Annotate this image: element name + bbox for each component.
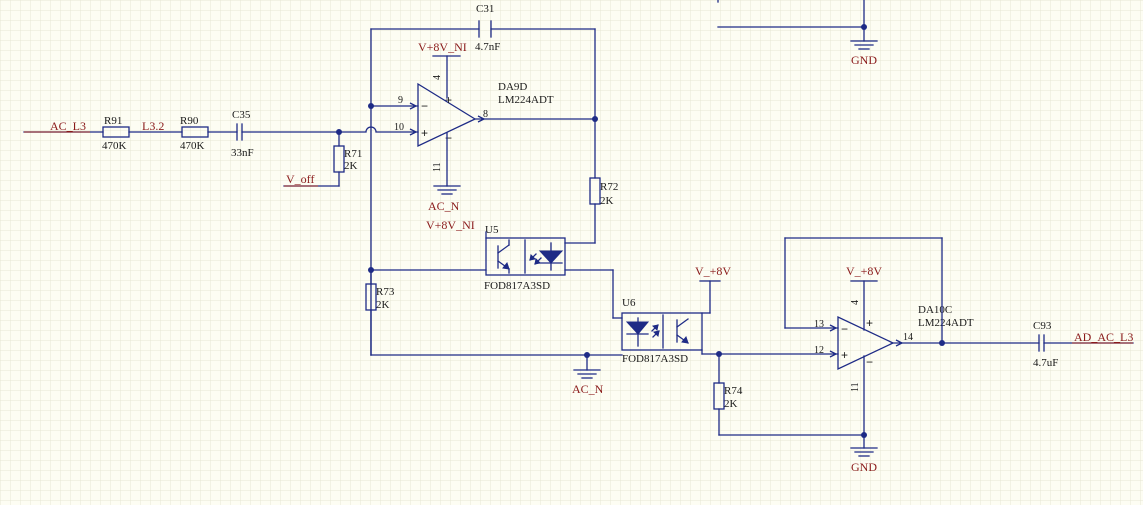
l3-2-label: L3.2 bbox=[142, 119, 164, 133]
da10c-gnd-minus: − bbox=[866, 355, 873, 369]
da9d-part: LM224ADT bbox=[498, 94, 554, 106]
opamp-da9d[interactable]: − + 9 10 8 4 + − 11 DA9D LM224ADT bbox=[394, 55, 598, 187]
feedback-wires-da9d[interactable] bbox=[368, 28, 596, 356]
da9d-ref: DA9D bbox=[498, 81, 527, 93]
resistor-r91[interactable]: R91 470K bbox=[102, 115, 130, 152]
output-net-ad-ac-l3[interactable]: AD_AC_L3 bbox=[1072, 330, 1133, 344]
da10c-ref: DA10C bbox=[918, 304, 952, 316]
gnd-label-top: GND bbox=[851, 53, 877, 67]
da9d-plus-sign: + bbox=[421, 126, 428, 140]
c93-ref: C93 bbox=[1033, 320, 1052, 332]
u5-wires[interactable] bbox=[368, 267, 623, 319]
da10c-pin-gnd: 11 bbox=[850, 382, 861, 392]
gnd-symbol-bottom[interactable]: GND bbox=[850, 447, 878, 474]
gnd-label-bottom: GND bbox=[851, 460, 877, 474]
da10c-pin-vcc: 4 bbox=[850, 300, 861, 305]
resistor-r73[interactable]: R73 2K bbox=[365, 269, 623, 356]
da10c-part: LM224ADT bbox=[918, 317, 974, 329]
u5-part: FOD817A3SD bbox=[484, 280, 550, 292]
gnd-symbol-ac-n-top[interactable]: AC_N bbox=[428, 185, 461, 213]
r91-value: 470K bbox=[102, 140, 127, 152]
net-v8-ni-top[interactable]: V+8V_NI bbox=[418, 40, 467, 57]
ac-n-top-label: AC_N bbox=[428, 199, 460, 213]
ac-l3-label: AC_L3 bbox=[50, 119, 86, 133]
r71-ref: R71 bbox=[344, 148, 362, 160]
input-net-ac-l3[interactable]: AC_L3 bbox=[23, 119, 104, 133]
resistor-r74[interactable]: R74 2K bbox=[713, 353, 865, 436]
u5-ref: U5 bbox=[485, 224, 499, 236]
da9d-pin-gnd: 11 bbox=[432, 162, 443, 172]
da10c-minus-sign: − bbox=[841, 322, 848, 336]
r73-ref: R73 bbox=[376, 286, 395, 298]
gnd-symbol-ac-n-bottom[interactable]: AC_N bbox=[572, 352, 604, 396]
ad-ac-l3-label: AD_AC_L3 bbox=[1074, 330, 1133, 344]
r74-ref: R74 bbox=[724, 385, 743, 397]
capacitor-c31[interactable]: C31 4.7nF bbox=[475, 3, 500, 53]
da9d-gnd-minus: − bbox=[445, 131, 452, 145]
v8-da10-label: V_+8V bbox=[846, 264, 882, 278]
u6-ref: U6 bbox=[622, 297, 636, 309]
da9d-vcc-plus: + bbox=[445, 93, 452, 107]
da9d-minus-sign: − bbox=[421, 99, 428, 113]
net-v8-ni-u5[interactable]: V+8V_NI bbox=[426, 218, 487, 239]
r73-value: 2K bbox=[376, 299, 390, 311]
capacitor-c35[interactable]: C35 33nF bbox=[207, 109, 340, 159]
r91-ref: R91 bbox=[104, 115, 122, 127]
r90-value: 470K bbox=[180, 140, 205, 152]
optocoupler-u6[interactable]: U6 FOD817A3SD bbox=[621, 297, 703, 365]
r72-value: 2K bbox=[600, 195, 614, 207]
ac-n-bottom-label: AC_N bbox=[572, 382, 604, 396]
da9d-pin-inv: 9 bbox=[398, 95, 403, 106]
r74-value: 2K bbox=[724, 398, 738, 410]
feedback-wires-da10c[interactable] bbox=[784, 237, 1040, 346]
resistor-r72[interactable]: R72 2K bbox=[564, 177, 618, 244]
optocoupler-u5[interactable]: U5 FOD817A3SD bbox=[484, 224, 566, 292]
gnd-symbol-top[interactable]: GND bbox=[717, 0, 878, 67]
v8-ni-u5-label: V+8V_NI bbox=[426, 218, 475, 232]
c31-value: 4.7nF bbox=[475, 41, 500, 53]
da10c-pin-inv: 13 bbox=[814, 319, 824, 330]
c35-value: 33nF bbox=[231, 147, 254, 159]
c35-ref: C35 bbox=[232, 109, 251, 121]
r90-ref: R90 bbox=[180, 115, 199, 127]
net-v8-da10[interactable]: V_+8V bbox=[846, 264, 882, 282]
da9d-pin-noninv: 10 bbox=[394, 122, 404, 133]
da10c-vcc-plus: + bbox=[866, 316, 873, 330]
v8-ni-top-label: V+8V_NI bbox=[418, 40, 467, 54]
net-v-off[interactable]: V_off bbox=[284, 172, 318, 187]
da10c-pin-out: 14 bbox=[903, 332, 913, 343]
da9d-pin-out: 8 bbox=[483, 109, 488, 120]
net-v8-u6[interactable]: V_+8V bbox=[695, 264, 731, 314]
da10c-plus-sign: + bbox=[841, 348, 848, 362]
v8-u6-label: V_+8V bbox=[695, 264, 731, 278]
v-off-label: V_off bbox=[286, 172, 314, 186]
da10c-pin-noninv: 12 bbox=[814, 345, 824, 356]
da9d-pin-vcc: 4 bbox=[432, 75, 443, 80]
u6-part: FOD817A3SD bbox=[622, 353, 688, 365]
r72-ref: R72 bbox=[600, 181, 618, 193]
net-l3-2[interactable]: L3.2 bbox=[128, 119, 183, 133]
opamp-da10c[interactable]: − + 13 12 14 4 + − 11 DA10C LM224ADT bbox=[814, 280, 974, 449]
r71-value: 2K bbox=[344, 160, 358, 172]
c31-ref: C31 bbox=[476, 3, 494, 15]
c93-value: 4.7uF bbox=[1033, 357, 1058, 369]
